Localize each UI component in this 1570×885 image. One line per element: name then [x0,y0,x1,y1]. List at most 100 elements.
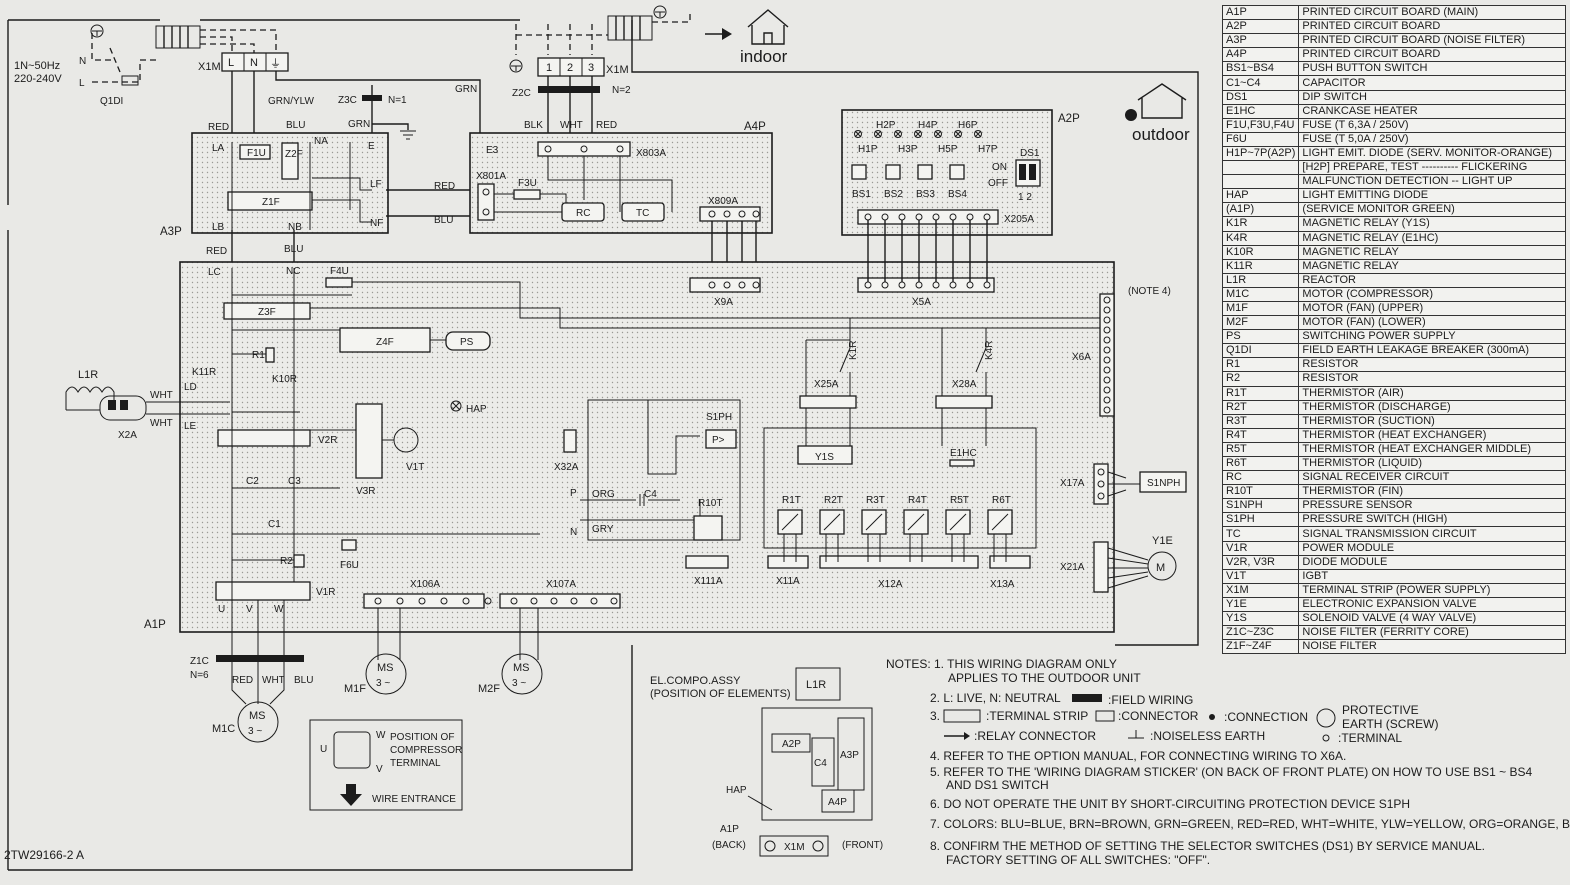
svg-text:H4P: H4P [918,120,938,131]
legend-description: THERMISTOR (AIR) [1298,385,1566,401]
thermistor-slash [949,513,967,531]
svg-text:A3P: A3P [840,750,859,761]
led-cross [934,130,942,138]
earth-symbol-top-left [90,24,104,38]
svg-text:E3: E3 [486,145,499,156]
legend-description: THERMISTOR (SUCTION) [1298,413,1566,429]
legend-row: [H2P] PREPARE, TEST ---------- FLICKERIN… [1221,160,1566,176]
legend-description: PRESSURE SWITCH (HIGH) [1298,512,1566,528]
thermistor-label: R5T [950,495,969,506]
pin-u: U [218,604,225,615]
svg-text:X25A: X25A [814,379,839,390]
svg-text:P>: P> [712,435,725,446]
svg-text:Y1E: Y1E [1152,535,1173,547]
legend-description: DIODE MODULE [1298,554,1566,570]
board-a2p: A2P H2P H4P H6P H1P H3P H5P H7P DS1 ON O… [841,109,1080,236]
svg-text:X106A: X106A [410,579,440,590]
svg-text:NOTES: 1. THIS WIRING DIAGRAM: NOTES: 1. THIS WIRING DIAGRAM ONLY [886,657,1117,671]
svg-text:Z2F: Z2F [285,149,303,160]
svg-text:X6A: X6A [1072,352,1091,363]
legend-description: MOTOR (COMPRESSOR) [1298,286,1566,302]
svg-text:A3P: A3P [160,226,182,238]
wire-label-blu-3: BLU [434,215,453,226]
connector-x107a: X107A [499,579,621,609]
legend-description: FUSE (T 6,3A / 250V) [1298,117,1566,133]
wire-label-wht: WHT [560,120,583,131]
svg-text:X5A: X5A [912,297,931,308]
svg-text:BS2: BS2 [884,189,903,200]
legend-code: HAP [1221,188,1300,204]
svg-text:N=1: N=1 [388,95,407,106]
svg-text:X809A: X809A [708,196,738,207]
a2p-led-row [854,130,982,138]
x6a-pin [1103,356,1111,364]
relay-k4r-circuit: K4R X28A E1HC [935,328,995,467]
legend-code: K11R [1221,258,1300,274]
wire-label-blu-4: BLU [294,675,313,686]
x6a-pin [1103,346,1111,354]
x6a-pin [1103,396,1111,404]
legend-description: MALFUNCTION DETECTION -- LIGHT UP [1298,174,1566,190]
svg-text:Z1C: Z1C [190,656,209,667]
thermistor-slash [907,513,925,531]
legend-description: REACTOR [1298,272,1566,288]
svg-text::TERMINAL: :TERMINAL [1338,731,1402,745]
legend-description: RESISTOR [1298,357,1566,373]
led-mark [914,130,922,138]
terminal-x1m-indoor: 1 2 3 X1M [537,57,629,77]
connector-x6a: (NOTE 4) X6A [1072,286,1171,417]
svg-text:V1R: V1R [316,587,335,598]
svg-text:V1T: V1T [406,462,424,473]
svg-text:HAP: HAP [726,785,747,796]
reactor-l1r: L1R X2A WHT WHT [65,369,230,441]
legend-description: NOISE FILTER (FERRITY CORE) [1298,625,1566,641]
svg-text:R10T: R10T [698,498,722,509]
svg-text:LD: LD [184,382,197,393]
legend-code: V1T [1221,568,1300,584]
svg-text:C3: C3 [288,476,301,487]
legend-code: BS1~BS4 [1221,61,1300,77]
board-a3p: A3P LA NA E LB NB LF NF F1U Z2F Z1F [160,132,389,238]
board-a4p: A4P E3 X803A X801A F3U RC TC X809A [469,121,773,234]
thermistor-slash [865,513,883,531]
legend-code: L1R [1221,272,1300,288]
led-cross [854,130,862,138]
svg-text:LB: LB [212,222,225,233]
legend-code: S1NPH [1221,498,1300,514]
x106a-pin [462,597,470,605]
svg-text:M2F: M2F [478,683,500,695]
svg-text::TERMINAL STRIP: :TERMINAL STRIP [986,709,1088,723]
thermistor-slash [823,513,841,531]
svg-text:K10R: K10R [272,374,297,385]
x106a-pin [396,597,404,605]
motor-m1c: MS 3 ~ M1C [212,701,279,743]
svg-text:X2A: X2A [118,430,137,441]
legend-description: LIGHT EMITTING DIODE [1298,188,1566,204]
board-a1p: A1P LC NC F4U Z3F Z4F PS R1 K11R K10R LD… [144,261,1115,633]
legend-description: TERMINAL STRIP (POWER SUPPLY) [1298,582,1566,598]
x6a-pin [1103,336,1111,344]
motor-m1f: MS 3 ~ M1F [344,653,407,695]
svg-text:NC: NC [286,266,300,277]
x107a-pin [550,597,558,605]
connector-x5a: X5A [857,277,995,308]
thermistor-slash [781,513,799,531]
svg-text:L1R: L1R [806,679,826,691]
svg-text:H2P: H2P [876,120,896,131]
legend-description: MOTOR (FAN) (LOWER) [1298,315,1566,331]
svg-text:M1C: M1C [212,723,235,735]
svg-text:ON: ON [992,162,1007,173]
svg-text:WIRE ENTRANCE: WIRE ENTRANCE [372,794,456,805]
